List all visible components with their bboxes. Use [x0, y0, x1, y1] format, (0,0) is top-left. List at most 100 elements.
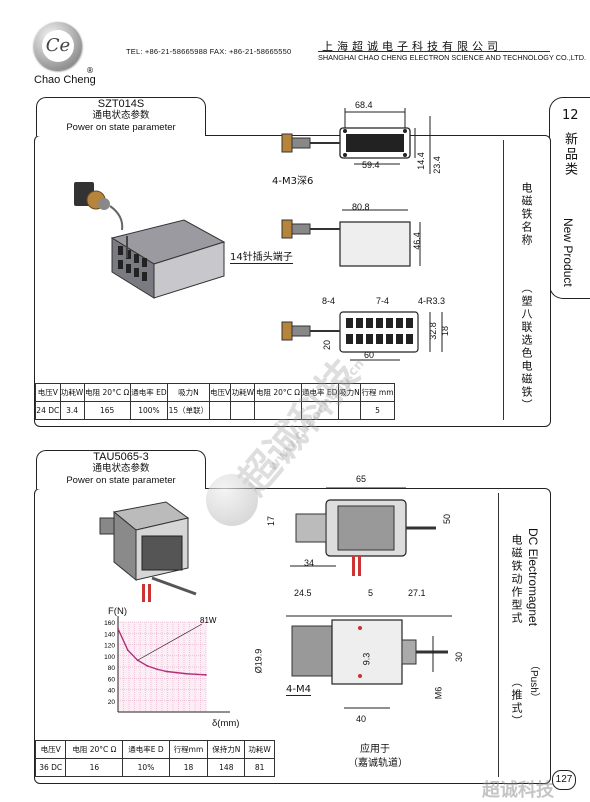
hole-label: 4-M3深6: [272, 176, 314, 187]
table-cell: 24 DC: [35, 401, 61, 420]
chart-ytick-label: 120: [104, 643, 115, 650]
dim-b3: 4-R3.3: [418, 296, 446, 306]
section2-product-photo: [99, 501, 197, 602]
logo-mark: Ce: [42, 30, 74, 62]
table-cell: 18: [168, 758, 209, 777]
table-cell: 81: [244, 758, 275, 777]
table-header-cell: 功耗W: [59, 383, 85, 402]
dim-b7: 18: [440, 325, 451, 337]
category-title-cn: 新品类: [562, 132, 577, 177]
section2-side-title-cn: 电磁铁动作型式: [510, 534, 523, 625]
contact-info: TEL: +86-21-58665988 FAX: +86-21-5866555…: [126, 47, 292, 56]
chart-ytick-label: 40: [108, 688, 116, 695]
chart-series-label: 81W: [200, 616, 217, 625]
chart-point: [195, 673, 198, 676]
dim2-d4: 9.3: [361, 652, 372, 666]
dim-height1: 14.4: [415, 152, 426, 170]
chart-ytick-label: 140: [104, 631, 115, 638]
table-header-cell: 通电率 ED: [129, 383, 169, 402]
table-header-cell: 电阻 20°C Ω: [83, 383, 131, 402]
category-side-tab: 12 新品类 New Product: [549, 97, 590, 299]
table-cell: 10%: [122, 758, 170, 777]
section1-drawing-mid: [281, 209, 421, 267]
dim-b5: 60: [364, 350, 375, 360]
section1-drawing-top: [281, 108, 431, 174]
table-cell: 36 DC: [34, 758, 67, 777]
dim2-d5: 30: [454, 651, 465, 663]
chart-point: [146, 664, 149, 667]
chart-ytick-label: 80: [108, 665, 116, 672]
company-logo: Ce: [34, 22, 82, 70]
table-header-cell: 电压V: [35, 383, 61, 402]
chart-point: [205, 673, 207, 676]
section1-drawing-bottom: [281, 311, 443, 361]
table-cell: 5: [360, 401, 395, 420]
application-label: 应用于: [360, 744, 390, 755]
section1-leader-line: [126, 236, 128, 258]
section1-model: SZT014S: [97, 98, 145, 110]
watermark-logo: [206, 474, 258, 526]
table-cell: [337, 401, 362, 420]
dim2-d1: 24.5: [294, 588, 312, 598]
chart-ylabel: F(N): [108, 606, 127, 617]
chart-series-line: [117, 628, 207, 676]
table-cell: 165: [83, 401, 131, 420]
page-number: 127: [552, 770, 576, 790]
table-header-cell: 电压V: [34, 740, 67, 759]
category-title-en: New Product: [561, 218, 575, 287]
dim2-d3: 27.1: [408, 588, 426, 598]
chart-point: [117, 627, 119, 630]
section1-tab: SZT014S 通电状态参数 Power on state parameter: [36, 97, 206, 136]
table-header-cell: 吸力N: [337, 383, 362, 402]
thread-label: 4-M4: [286, 684, 311, 696]
plug-label: 14针插头端子: [230, 248, 293, 264]
dim-inner-width: 59.4: [362, 160, 380, 170]
chart-ytick-label: 20: [108, 699, 116, 706]
dim-b1: 8-4: [322, 296, 336, 306]
dim2-left-h: 17: [266, 515, 277, 527]
table-header-cell: 功耗W: [244, 740, 275, 759]
section2-drawing-side: [286, 615, 452, 709]
dim2-dia: Ø19.9: [253, 648, 264, 674]
section1-subtitle-en: Power on state parameter: [66, 122, 176, 133]
dim2-height: 50: [442, 513, 453, 525]
dim2-bottom: 34: [304, 558, 315, 568]
section2-side-note-en: （Push）: [528, 660, 539, 703]
table-header-cell: 通电率E D: [122, 740, 170, 759]
company-name-en: SHANGHAI CHAO CHENG ELECTRON SCIENCE AND…: [318, 53, 587, 62]
section2-subtitle-en: Power on state parameter: [66, 475, 176, 486]
dim2-d2: 5: [368, 588, 374, 598]
registered-mark: ®: [86, 66, 94, 75]
chart-series-leader: [137, 623, 203, 661]
table-cell: 16: [65, 758, 124, 777]
application-customer: （嘉诚轨道）: [348, 758, 408, 769]
chart-point: [165, 670, 168, 673]
dim2-d6: 40: [356, 714, 367, 724]
section1-product-photo: [74, 182, 226, 299]
table-cell: 100%: [129, 401, 169, 420]
table-row: 24 DC 3.4 165 100% 15（单联） 5: [35, 401, 395, 420]
section2-side-note-cn: （推式）: [510, 676, 523, 728]
dim2-m6: M6: [433, 686, 444, 700]
chart-point: [185, 672, 188, 675]
brand-name: Chao Cheng: [34, 74, 96, 86]
table-header-cell: 行程mm: [168, 740, 209, 759]
table-cell: 15（单联）: [167, 401, 210, 420]
table-header-cell: 保持力N: [207, 740, 246, 759]
table-header-cell: 吸力N: [167, 383, 210, 402]
table-header-cell: 电阻 20°C Ω: [65, 740, 124, 759]
dim-b2: 7-4: [376, 296, 390, 306]
chart-point: [175, 671, 178, 674]
section1-subtitle-cn: 通电状态参数: [92, 110, 150, 121]
table-cell: [208, 401, 232, 420]
dim-height2: 23.4: [431, 156, 442, 174]
section1-side-note: （塑八联选色电磁铁）: [520, 282, 533, 412]
company-name-cn: 上海超诚电子科技有限公司: [322, 40, 502, 53]
table-cell: [300, 401, 339, 420]
table-header-cell: 电压V: [208, 383, 232, 402]
table-cell: [230, 401, 256, 420]
chart-xlabel: δ(mm): [212, 718, 240, 729]
section2-side-title-en: DC Electromagnet: [526, 528, 540, 627]
section1-side-title: 电磁铁名称: [520, 182, 533, 247]
